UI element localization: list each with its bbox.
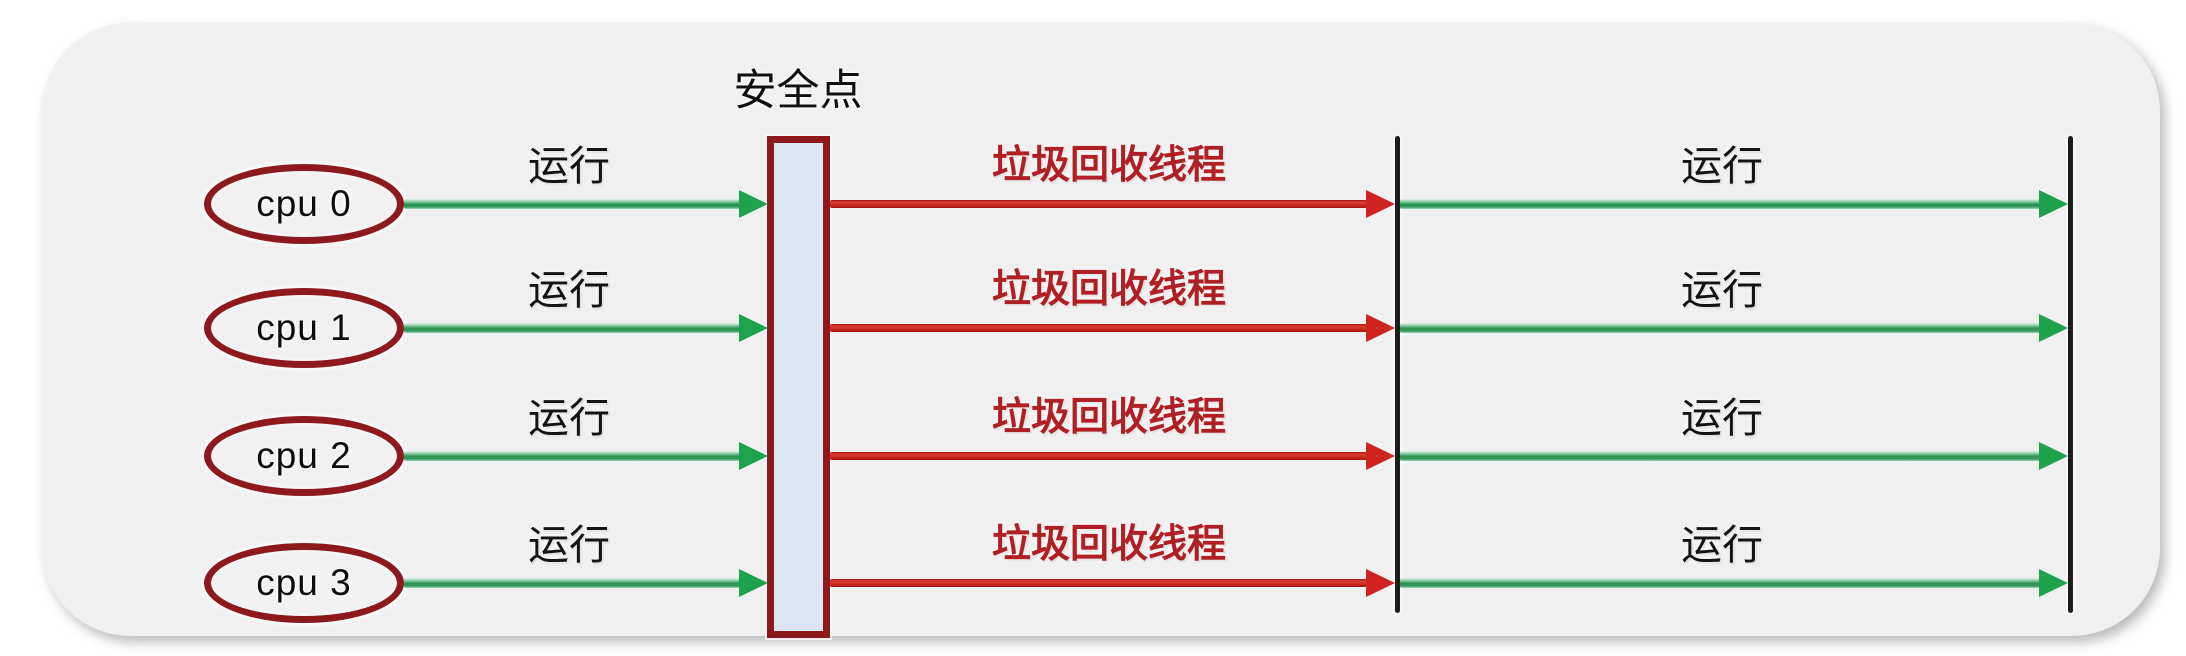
- gc-arrow-line: [830, 452, 1367, 460]
- gc-thread-label: 垃圾回收线程: [991, 396, 1226, 439]
- run-after-label: 运行: [1681, 522, 1763, 568]
- run-end-timeline-bar: [2068, 136, 2073, 613]
- safepoint-label: 安全点: [733, 67, 863, 115]
- cpu-ellipse: cpu 1: [204, 288, 404, 368]
- run-after-arrow-line: [1400, 323, 2040, 333]
- run-label: 运行: [528, 143, 610, 189]
- run-after-label: 运行: [1681, 143, 1763, 189]
- cpu-ellipse: cpu 2: [204, 416, 404, 496]
- gc-arrowhead-icon: [1366, 190, 1395, 218]
- run-label: 运行: [528, 267, 610, 313]
- cpu-name-label: cpu 0: [256, 183, 352, 224]
- gc-arrow-line: [830, 579, 1367, 587]
- cpu-name-label: cpu 3: [256, 562, 352, 603]
- gc-thread-label: 垃圾回收线程: [991, 523, 1226, 566]
- run-arrowhead-icon: [739, 190, 768, 218]
- gc-arrowhead-icon: [1366, 314, 1395, 342]
- run-label: 运行: [528, 522, 610, 568]
- gc-arrowhead-icon: [1366, 442, 1395, 470]
- cpu-row: cpu 0 运行 垃圾回收线程 运行: [42, 23, 2160, 636]
- run-after-label: 运行: [1681, 267, 1763, 313]
- run-arrowhead-icon: [739, 569, 768, 597]
- cpu-row: cpu 1 运行 垃圾回收线程 运行: [42, 23, 2160, 636]
- gc-thread-label: 垃圾回收线程: [991, 144, 1226, 187]
- gc-arrow-line: [830, 324, 1367, 332]
- run-arrow-line: [404, 199, 740, 209]
- run-after-label: 运行: [1681, 395, 1763, 441]
- run-arrow-line: [404, 451, 740, 461]
- gc-arrow-line: [830, 200, 1367, 208]
- gc-thread-label: 垃圾回收线程: [991, 268, 1226, 311]
- run-arrowhead-icon: [739, 314, 768, 342]
- cpu-row: cpu 2 运行 垃圾回收线程 运行: [42, 23, 2160, 636]
- safepoint-bar: [767, 136, 830, 638]
- run-after-arrow-line: [1400, 578, 2040, 588]
- cpu-name-label: cpu 1: [256, 307, 352, 348]
- cpu-row: cpu 3 运行 垃圾回收线程 运行: [42, 23, 2160, 636]
- run-after-arrowhead-icon: [2039, 190, 2068, 218]
- run-after-arrowhead-icon: [2039, 569, 2068, 597]
- run-arrow-line: [404, 578, 740, 588]
- cpu-ellipse: cpu 0: [204, 164, 404, 244]
- cpu-name-label: cpu 2: [256, 435, 352, 476]
- run-label: 运行: [528, 395, 610, 441]
- run-arrow-line: [404, 323, 740, 333]
- cpu-ellipse: cpu 3: [204, 543, 404, 623]
- run-after-arrow-line: [1400, 199, 2040, 209]
- gc-end-timeline-bar: [1395, 136, 1400, 613]
- run-after-arrowhead-icon: [2039, 314, 2068, 342]
- run-after-arrow-line: [1400, 451, 2040, 461]
- run-after-arrowhead-icon: [2039, 442, 2068, 470]
- gc-arrowhead-icon: [1366, 569, 1395, 597]
- safepoint-diagram-card: 安全点 cpu 0 运行 垃圾回收线程 运行 cpu 1 运行: [42, 23, 2160, 638]
- run-arrowhead-icon: [739, 442, 768, 470]
